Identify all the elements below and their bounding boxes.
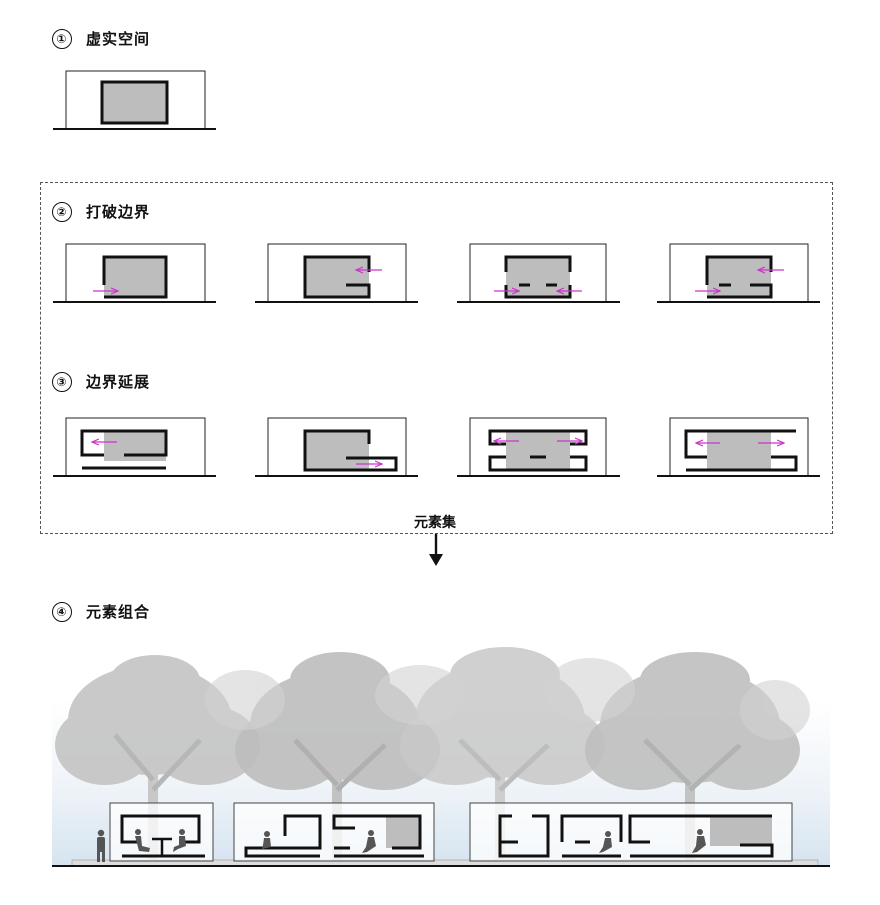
element-set-frame [40,182,833,534]
person-icon [362,830,376,853]
section-3-number: ③ [52,371,72,392]
section-2-diagram-4 [657,243,820,303]
section-4-composition [52,647,830,867]
element-set-label: 元素集 [411,512,459,532]
section-1-title: 虚实空间 [86,30,151,48]
section-4-title: 元素组合 [86,603,151,621]
section-3-diagram-2 [255,417,418,477]
arrow-down-icon [429,534,443,566]
section-1-heading: ① 虚实空间 [52,28,150,49]
section-2-number: ② [52,201,72,222]
tree-icon [55,655,260,860]
section-2-diagram-3 [457,243,620,303]
person-icon [262,831,271,849]
person-icon [135,829,150,852]
person-icon [599,831,612,853]
section-3-diagram-3 [457,417,620,477]
person-icon [173,829,186,852]
person-icon [692,829,706,853]
section-3-title: 边界延展 [86,373,151,391]
section-2-heading: ② 打破边界 [52,201,150,222]
tree-icon [205,658,810,740]
section-3-diagram-1 [53,417,216,477]
section-3-diagram-4 [657,417,820,477]
section-2-diagram-2 [255,243,418,303]
person-icon [97,829,105,862]
section-1-number: ① [52,28,72,49]
section-2-title: 打破边界 [86,203,151,221]
section-4-number: ④ [52,601,72,622]
tree-icon [585,652,800,860]
section-1-diagram [53,70,216,130]
section-3-heading: ③ 边界延展 [52,371,150,392]
section-4-heading: ④ 元素组合 [52,601,150,622]
section-2-diagram-1 [53,243,216,303]
